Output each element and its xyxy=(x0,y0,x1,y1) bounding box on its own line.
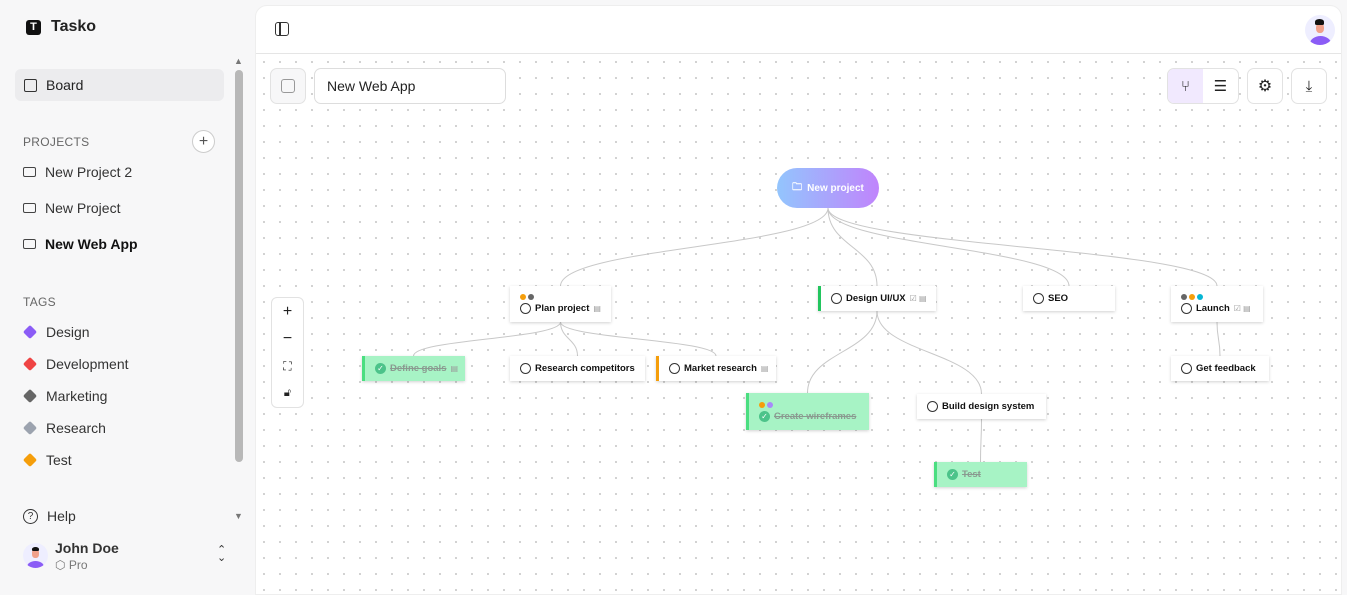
folder-icon xyxy=(23,203,36,213)
comment-icon: ☑ ▤ xyxy=(909,294,927,303)
tasko-logo-icon: T xyxy=(26,19,41,35)
user-menu-toggle-icon[interactable]: ⌃⌄ xyxy=(217,544,227,564)
zoom-out-button[interactable]: − xyxy=(282,329,293,347)
comment-icon: ▤ xyxy=(593,304,601,313)
user-plan: ⬡ Pro xyxy=(55,558,88,572)
sidebar-item-board[interactable]: Board xyxy=(15,69,224,101)
sidebar-scrollbar[interactable] xyxy=(235,70,243,462)
sidebar-item-tag[interactable]: Research xyxy=(22,420,106,436)
board-icon xyxy=(24,78,37,92)
list-view-button[interactable]: ☰ xyxy=(1203,69,1238,103)
status-circle-icon[interactable] xyxy=(520,303,531,314)
tag-dots xyxy=(759,401,869,408)
checked-circle-icon[interactable]: ✓ xyxy=(759,410,770,422)
download-icon: ⤓ xyxy=(1305,77,1313,95)
download-button[interactable]: ⤓ xyxy=(1291,68,1327,104)
tag-dots xyxy=(520,294,611,300)
help-icon: ? xyxy=(23,508,38,524)
branch-icon: ⑂ xyxy=(1180,77,1190,95)
task-node[interactable]: ✓Create wireframes xyxy=(746,393,869,430)
tag-color-icon xyxy=(22,452,38,468)
tags-heading: TAGS xyxy=(23,295,56,309)
settings-button[interactable]: ⚙ xyxy=(1247,68,1283,104)
status-circle-icon[interactable] xyxy=(669,363,680,374)
status-circle-icon[interactable] xyxy=(1181,303,1192,314)
project-name-input[interactable] xyxy=(314,68,506,104)
zoom-controls: + − ⛶ 🔓︎ xyxy=(271,297,304,408)
fit-view-button[interactable]: ⛶ xyxy=(283,358,292,373)
scroll-down-icon[interactable]: ▼ xyxy=(234,511,243,521)
top-header xyxy=(256,6,1341,54)
comment-icon: ▤ xyxy=(760,364,769,373)
sidebar-item-tag[interactable]: Test xyxy=(22,452,72,468)
comment-icon: ▤ xyxy=(450,364,459,373)
status-circle-icon[interactable] xyxy=(927,401,938,412)
projects-heading: PROJECTS xyxy=(23,135,90,149)
graph-view-button[interactable]: ⑂ xyxy=(1168,69,1203,103)
checked-circle-icon[interactable]: ✓ xyxy=(947,469,958,480)
user-name: John Doe xyxy=(55,540,119,556)
zoom-in-button[interactable]: + xyxy=(282,302,293,320)
comment-icon: ☑ ▤ xyxy=(1233,304,1251,313)
sidebar-item-tag[interactable]: Development xyxy=(22,356,129,372)
task-node[interactable]: Launch☑ ▤ xyxy=(1171,286,1263,322)
task-node[interactable]: Plan project▤ xyxy=(510,286,611,322)
graph-canvas[interactable] xyxy=(256,54,1341,594)
user-avatar xyxy=(23,543,48,568)
header-avatar[interactable] xyxy=(1305,15,1335,45)
save-button[interactable] xyxy=(270,68,306,104)
sidebar-item-tag[interactable]: Marketing xyxy=(22,388,107,404)
scroll-up-icon[interactable]: ▲ xyxy=(234,56,243,66)
task-node[interactable]: Get feedback xyxy=(1171,356,1269,381)
tag-color-icon xyxy=(22,324,38,340)
add-project-button[interactable]: + xyxy=(192,130,215,153)
root-node[interactable]: 🗀︎New project xyxy=(777,168,879,208)
sidebar-item-project[interactable]: New Project 2 xyxy=(23,164,132,180)
status-circle-icon[interactable] xyxy=(1181,363,1192,374)
task-node[interactable]: SEO xyxy=(1023,286,1115,311)
view-toggle: ⑂ ☰ xyxy=(1167,68,1239,104)
task-node[interactable]: Market research▤ xyxy=(656,356,776,381)
task-node[interactable]: ✓Define goals▤ xyxy=(362,356,465,381)
gear-icon: ⚙ xyxy=(1257,78,1273,95)
task-node[interactable]: Design UI/UX☑ ▤ xyxy=(818,286,936,311)
cube-icon: ⬡ xyxy=(55,558,69,572)
task-node[interactable]: ✓Test xyxy=(934,462,1027,487)
sidebar-item-tag[interactable]: Design xyxy=(22,324,90,340)
tag-dots xyxy=(1181,294,1263,300)
task-node[interactable]: Build design system xyxy=(917,394,1046,419)
lock-button[interactable]: 🔓︎ xyxy=(283,386,292,399)
help-link[interactable]: ?Help xyxy=(23,508,76,524)
sidebar-item-project-active[interactable]: New Web App xyxy=(23,236,138,252)
folder-icon xyxy=(23,167,36,177)
sidebar-item-project[interactable]: New Project xyxy=(23,200,120,216)
status-circle-icon[interactable] xyxy=(520,363,531,374)
checked-circle-icon[interactable]: ✓ xyxy=(375,363,386,374)
task-node[interactable]: Research competitors xyxy=(510,356,645,381)
status-circle-icon[interactable] xyxy=(831,293,842,304)
tag-color-icon xyxy=(22,388,38,404)
folder-icon xyxy=(23,239,36,249)
list-icon: ☰ xyxy=(1213,78,1228,95)
status-circle-icon[interactable] xyxy=(1033,293,1044,304)
folder-icon: 🗀︎ xyxy=(792,181,803,193)
save-icon xyxy=(281,79,295,93)
toggle-sidebar-icon[interactable] xyxy=(275,22,289,36)
tag-color-icon xyxy=(22,420,38,436)
tag-color-icon xyxy=(22,356,38,372)
